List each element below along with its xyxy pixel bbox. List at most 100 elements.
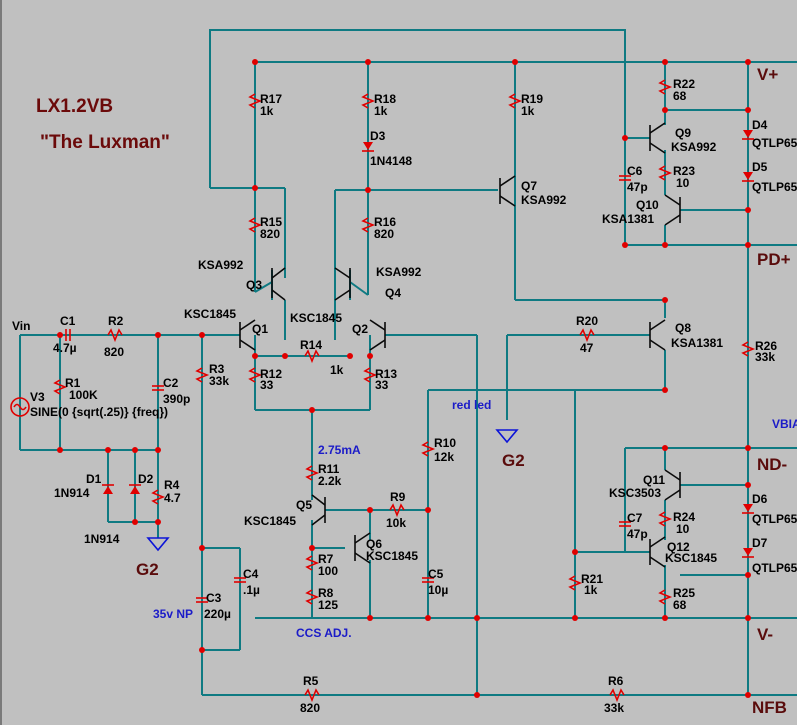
net-label-vbias: VBIA: [772, 417, 797, 431]
resistor-ref: R22: [673, 77, 695, 91]
capacitor-symbols: [65, 175, 631, 603]
resistor-ref: R1: [65, 376, 81, 390]
transistor-q11: [664, 469, 681, 501]
resistor-value: 33k: [755, 350, 775, 364]
resistor-r23: [658, 165, 673, 181]
diode-value: QTLP65: [752, 136, 797, 150]
source-value-v3: SINE(0 {sqrt(.25)} {freq}): [30, 405, 168, 419]
transistor-value: KSC1845: [366, 549, 418, 563]
resistor-value: 125: [318, 598, 338, 612]
resistor-r2: [107, 328, 123, 343]
resistor-value: 33k: [209, 374, 229, 388]
resistor-r9: [389, 503, 405, 518]
transistor-value: KSA992: [198, 258, 244, 272]
capacitor-ref: C6: [627, 164, 643, 178]
resistor-value: 1k: [330, 363, 344, 377]
ground-g2-left: [146, 537, 170, 552]
resistor-ref: R15: [260, 215, 282, 229]
diode-d5: [742, 172, 754, 182]
resistor-r26: [741, 341, 756, 357]
transistor-ref: Q12: [667, 540, 690, 554]
resistor-r25: [658, 589, 673, 605]
transistor-ref: Q6: [366, 537, 382, 551]
resistor-value: 1k: [260, 104, 274, 118]
diode-d4: [742, 130, 754, 140]
resistor-value: 47: [580, 341, 594, 355]
capacitor-c6: [619, 175, 631, 181]
resistor-r15: [248, 217, 263, 233]
diode-ref: D6: [752, 492, 768, 506]
capacitor-c4: [234, 577, 246, 583]
capacitor-value: 10µ: [428, 583, 448, 597]
resistor-r20: [579, 328, 595, 343]
transistor-q8: [649, 319, 666, 351]
diode-d7: [742, 548, 754, 558]
resistor-r10: [421, 441, 436, 457]
wires: [19, 29, 797, 696]
transistor-value: KSC1845: [290, 311, 342, 325]
resistor-value: 33: [260, 378, 274, 392]
transistor-q12: [649, 536, 666, 568]
transistor-value: KSC1845: [244, 514, 296, 528]
diode-ref: D4: [752, 118, 768, 132]
diode-d2: [129, 484, 141, 494]
diode-ref: D1: [86, 472, 102, 486]
resistor-ref: R8: [318, 586, 334, 600]
transistor-value: KSA992: [521, 193, 567, 207]
voltage-source-v3: [10, 397, 30, 417]
resistor-value: 4.7: [164, 491, 181, 505]
capacitor-value: 47p: [627, 180, 648, 194]
transistor-q4: [334, 267, 351, 301]
net-label-vminus: V-: [757, 625, 773, 644]
resistor-ref: R3: [209, 362, 225, 376]
transistor-value: KSA992: [376, 265, 422, 279]
transistor-ref: Q2: [352, 322, 368, 336]
resistor-value: 100: [318, 564, 338, 578]
diode-ref: D3: [370, 129, 386, 143]
transistor-q3: [271, 267, 286, 301]
resistor-value: 1k: [521, 104, 535, 118]
resistor-ref: R14: [300, 338, 322, 352]
resistor-ref: R21: [581, 572, 603, 586]
resistor-ref: R7: [318, 552, 334, 566]
transistor-value: KSC1845: [184, 307, 236, 321]
capacitor-value: 47p: [627, 527, 648, 541]
resistor-value: 33: [375, 378, 389, 392]
resistor-value: 820: [104, 345, 124, 359]
resistor-value: 10k: [386, 516, 406, 530]
resistor-symbols: [53, 79, 756, 703]
resistor-value: 820: [374, 227, 394, 241]
resistor-value: 2.2k: [318, 474, 342, 488]
transistor-ref: Q11: [643, 473, 665, 487]
resistor-value: 1k: [374, 104, 388, 118]
diode-value: 1N4148: [370, 154, 412, 168]
resistor-ref: R25: [673, 586, 695, 600]
capacitor-c5: [422, 577, 434, 583]
resistor-ref: R13: [375, 367, 397, 381]
resistor-value: 820: [260, 227, 280, 241]
resistor-ref: R10: [434, 436, 456, 450]
resistor-ref: R9: [390, 490, 406, 504]
transistor-value: KSC1845: [665, 551, 717, 565]
resistor-ref: R17: [260, 92, 282, 106]
schematic-title: LX1.2VB: [36, 96, 113, 117]
diode-ref: D2: [138, 472, 154, 486]
diode-d6: [742, 504, 754, 514]
resistor-r19: [508, 93, 523, 109]
transistor-q5: [311, 494, 326, 526]
transistor-ref: Q3: [246, 278, 262, 292]
capacitor-ref: C1: [60, 314, 76, 328]
transistor-ref: Q10: [636, 198, 659, 212]
resistor-r12: [248, 367, 263, 383]
capacitor-ref: C5: [428, 567, 444, 581]
resistor-value: 68: [673, 598, 687, 612]
resistor-r13: [363, 367, 378, 383]
net-label-g2-left: G2: [136, 560, 159, 579]
diode-value: QTLP65: [752, 512, 797, 526]
ground-g2-mid: [495, 429, 519, 444]
resistor-value: 1k: [584, 583, 598, 597]
capacitor-labels: C1 4.7µ C2 390p C3 220µ C4 .1µ C5 10µ C6…: [53, 164, 648, 621]
annotation-cap-rating: 35v NP: [153, 607, 193, 621]
